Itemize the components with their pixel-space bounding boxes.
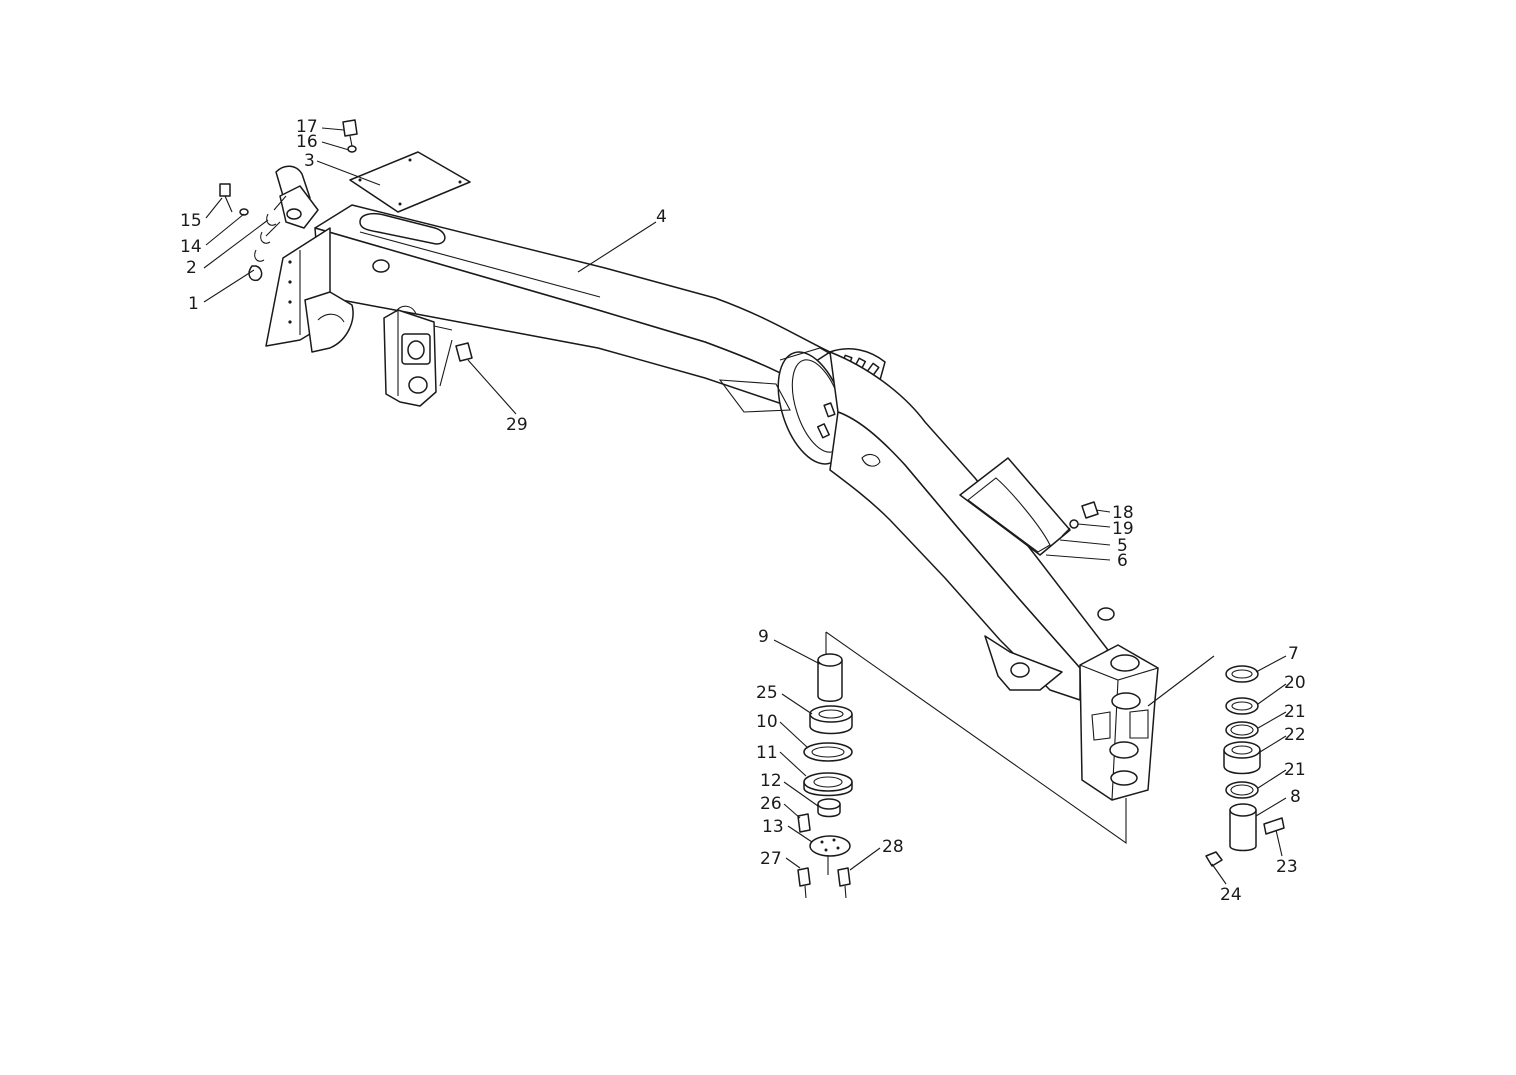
left-bearing-stack bbox=[797, 631, 1127, 899]
callout-18: 18 bbox=[1112, 503, 1134, 523]
callout-22: 22 bbox=[1284, 725, 1306, 745]
callout-16: 16 bbox=[296, 132, 318, 152]
callout-21-upper: 21 bbox=[1284, 702, 1306, 722]
cover-bolt-18 bbox=[1061, 501, 1099, 537]
callout-3: 3 bbox=[304, 151, 315, 171]
boom-frame bbox=[265, 204, 1159, 801]
top-cover-plate bbox=[342, 119, 471, 213]
front-chain-assembly bbox=[219, 165, 319, 282]
callout-14: 14 bbox=[180, 237, 202, 257]
callout-5: 5 bbox=[1117, 536, 1128, 556]
callout-26: 26 bbox=[760, 794, 782, 814]
callout-1: 1 bbox=[188, 294, 199, 314]
callout-29: 29 bbox=[506, 415, 528, 435]
callout-labels: 17 16 3 15 14 2 1 4 29 18 19 5 6 9 25 10… bbox=[180, 117, 1306, 905]
callout-24: 24 bbox=[1220, 885, 1242, 905]
leader-lines bbox=[203, 127, 1287, 885]
callout-21-lower: 21 bbox=[1284, 760, 1306, 780]
callout-7: 7 bbox=[1288, 644, 1299, 664]
callout-19: 19 bbox=[1112, 519, 1134, 539]
callout-2: 2 bbox=[186, 258, 197, 278]
lower-mount-bracket bbox=[383, 305, 473, 407]
callout-10: 10 bbox=[756, 712, 778, 732]
callout-15: 15 bbox=[180, 211, 202, 231]
callout-11: 11 bbox=[756, 743, 778, 763]
callout-20: 20 bbox=[1284, 673, 1306, 693]
callout-27: 27 bbox=[760, 849, 782, 869]
callout-23: 23 bbox=[1276, 857, 1298, 877]
callout-17: 17 bbox=[296, 117, 318, 137]
right-pin-stack bbox=[1147, 655, 1285, 867]
callout-6: 6 bbox=[1117, 551, 1128, 571]
callout-9: 9 bbox=[758, 627, 769, 647]
callout-13: 13 bbox=[762, 817, 784, 837]
callout-4: 4 bbox=[656, 207, 667, 227]
callout-8: 8 bbox=[1290, 787, 1301, 807]
callout-28: 28 bbox=[882, 837, 904, 857]
callout-25: 25 bbox=[756, 683, 778, 703]
callout-12: 12 bbox=[760, 771, 782, 791]
